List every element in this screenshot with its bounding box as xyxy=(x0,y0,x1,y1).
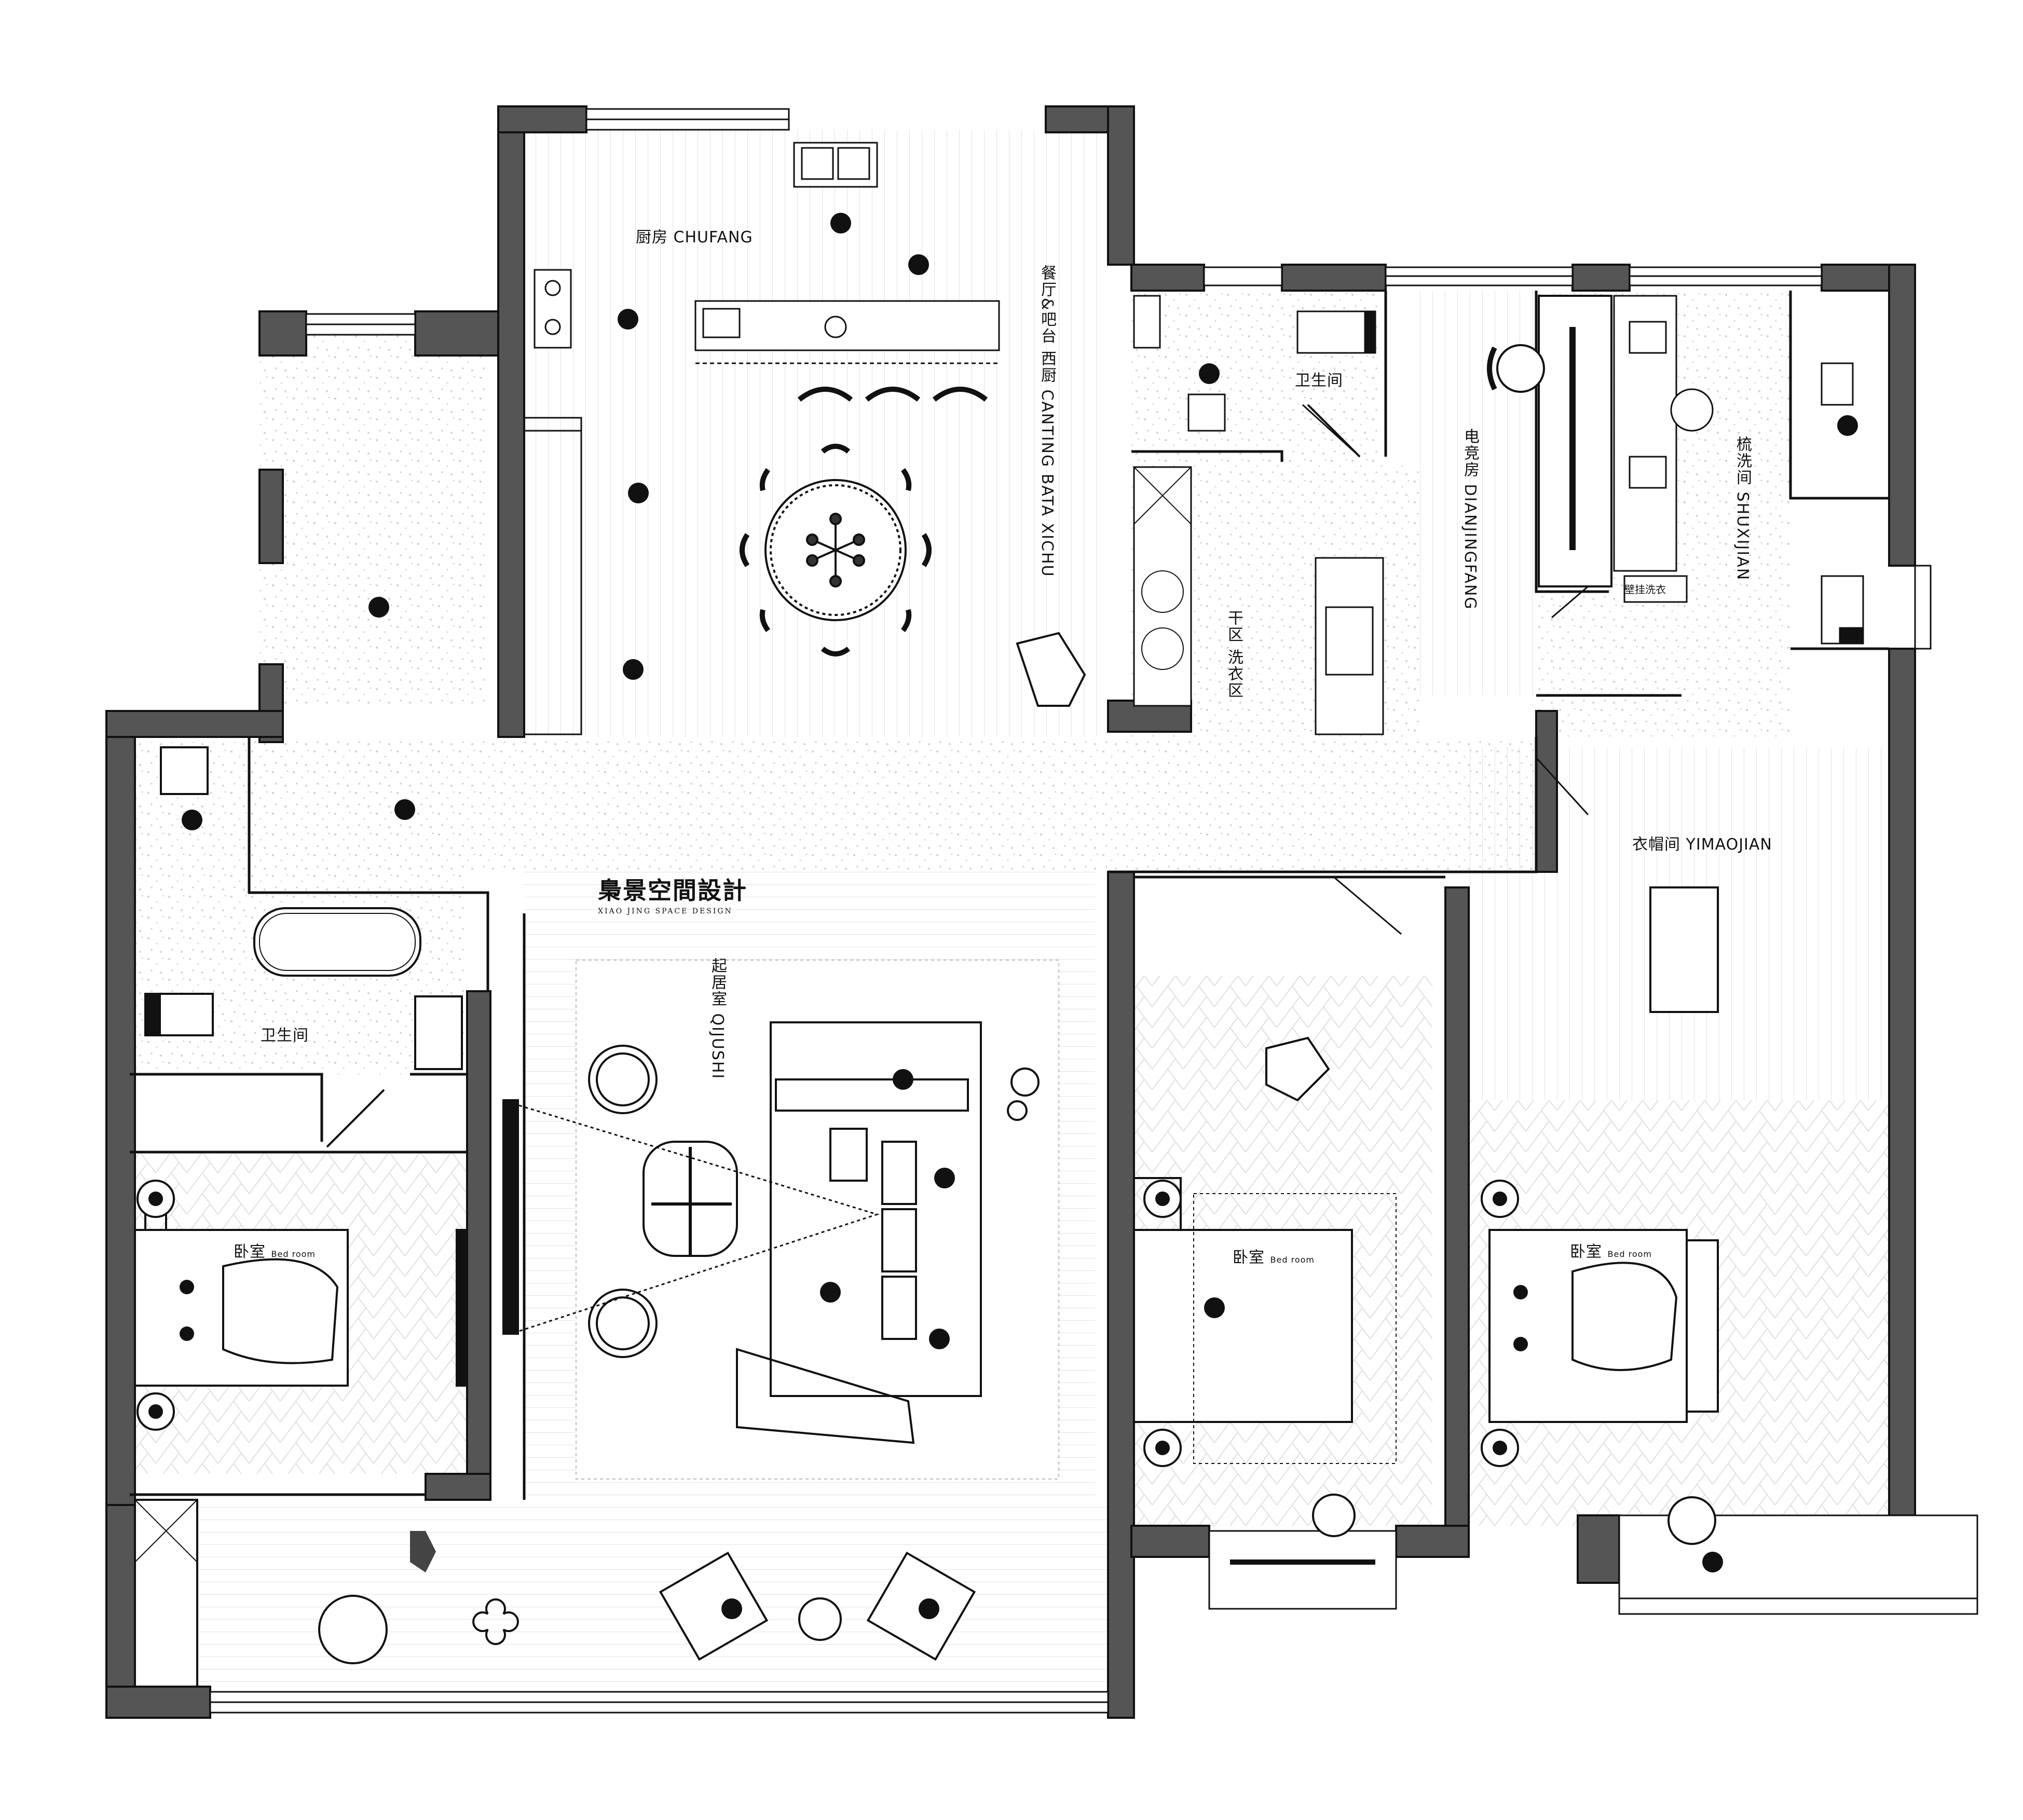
dining-table xyxy=(740,444,1086,707)
side-rug xyxy=(736,1348,915,1444)
wall-west-lower xyxy=(105,1504,136,1719)
esports-fixtures xyxy=(1487,295,1612,587)
dog-rug-icon xyxy=(410,1531,436,1572)
brand-name-cn: 梟景空間設計 xyxy=(598,877,747,905)
label-wall-laundry: 壁挂洗衣 xyxy=(1624,583,1666,596)
wall-kitchen-west xyxy=(497,105,525,738)
brand-logo: 梟景空間設計 XIAO JING SPACE DESIGN xyxy=(598,872,747,915)
label-bed3-cn: 卧室 xyxy=(1570,1243,1602,1261)
label-dry-zone: 干区 洗衣区 xyxy=(1225,610,1243,699)
label-wash: 梳洗间 SHUXIJIAN xyxy=(1733,436,1752,581)
balcony-lounge xyxy=(318,1595,388,1664)
south-balcony-floor xyxy=(197,1505,1116,1692)
living-furniture xyxy=(502,1021,1040,1444)
label-bed2-cn: 卧室 xyxy=(1233,1249,1265,1267)
wall-west-top xyxy=(105,710,284,738)
bedroom-2 xyxy=(1133,1036,1397,1537)
pouf-bottom xyxy=(588,1289,658,1358)
wall-balcony-north-left xyxy=(258,310,307,357)
wash-fixtures xyxy=(1613,295,1864,645)
kitchen-dining-floor xyxy=(524,130,1108,737)
left-balcony-floor xyxy=(259,311,488,706)
laundry-fixtures xyxy=(1133,466,1384,735)
lounge-chair xyxy=(1016,632,1086,707)
label-bath-left: 卫生间 xyxy=(261,1027,309,1045)
bar-stools xyxy=(797,387,988,402)
label-living: 起居室 QIJUSHI xyxy=(708,957,727,1080)
sofa-back xyxy=(775,1078,969,1112)
bath-top-fixtures xyxy=(1133,295,1376,458)
wall-utility-north-right xyxy=(1571,264,1631,292)
wall-bed3-south xyxy=(1577,1514,1620,1584)
wall-bed2-south-right xyxy=(1395,1525,1470,1558)
label-kitchen: 厨房 CHUFANG xyxy=(636,228,753,247)
label-dining: 餐厅&吧台 西厨 CANTING BATA XICHU xyxy=(1038,265,1056,578)
label-bed3: 卧室 Bed room xyxy=(1570,1239,1652,1262)
wall-kitchen-north-left xyxy=(497,105,587,133)
kitchen-island xyxy=(694,300,1000,351)
wall-bed2-south-left xyxy=(1130,1525,1210,1558)
wall-west-upper xyxy=(105,710,136,1511)
brand-name-en: XIAO JING SPACE DESIGN xyxy=(598,907,733,915)
bedroom-1 xyxy=(134,1180,468,1431)
people xyxy=(180,213,1858,1619)
bathtub xyxy=(253,907,421,977)
label-bed3-en: Bed room xyxy=(1607,1249,1652,1259)
wall-east-lower xyxy=(1888,648,1916,1516)
label-bed2-en: Bed room xyxy=(1270,1255,1315,1265)
label-esports: 电竞房 DIANJINGFANG xyxy=(1461,428,1479,610)
closet-island xyxy=(1649,886,1719,1013)
label-bed1-en: Bed room xyxy=(271,1249,316,1259)
windows xyxy=(209,108,1978,1714)
label-bath-top: 卫生间 xyxy=(1295,372,1343,390)
bath-vanity xyxy=(414,995,463,1070)
wall-balcony-north-right xyxy=(414,310,499,357)
kitchen-cabinet-column xyxy=(523,417,582,735)
wall-utility-north-left xyxy=(1130,264,1205,292)
label-bed2: 卧室 Bed room xyxy=(1233,1244,1315,1267)
pouf-top xyxy=(588,1045,658,1114)
wall-living-east xyxy=(1107,871,1135,1719)
wall-south-left xyxy=(105,1686,211,1719)
wall-utility-north-mid xyxy=(1281,264,1387,292)
kitchen-fixtures xyxy=(523,142,1000,735)
bedroom-3 xyxy=(1481,886,1719,1545)
wall-esports-south xyxy=(1535,710,1558,873)
wall-kitchen-east xyxy=(1107,105,1135,266)
bath-left-fixtures xyxy=(144,746,463,1148)
wall-east-upper xyxy=(1888,264,1916,567)
partitions xyxy=(130,291,1889,1500)
label-closet: 衣帽间 YIMAOJIAN xyxy=(1632,836,1772,854)
wall-bathleft-south xyxy=(425,1473,491,1501)
wall-bed3-west xyxy=(1444,886,1470,1527)
wall-bathleft-east xyxy=(466,990,491,1501)
dining-chairs xyxy=(740,444,932,656)
flower-icon xyxy=(472,1598,519,1645)
label-bed1-cn: 卧室 xyxy=(234,1243,266,1261)
wall-balcony-west-pier xyxy=(258,469,284,564)
doors xyxy=(1302,404,1589,935)
label-bed1: 卧室 Bed room xyxy=(234,1239,316,1262)
tv-panel xyxy=(502,1099,519,1335)
